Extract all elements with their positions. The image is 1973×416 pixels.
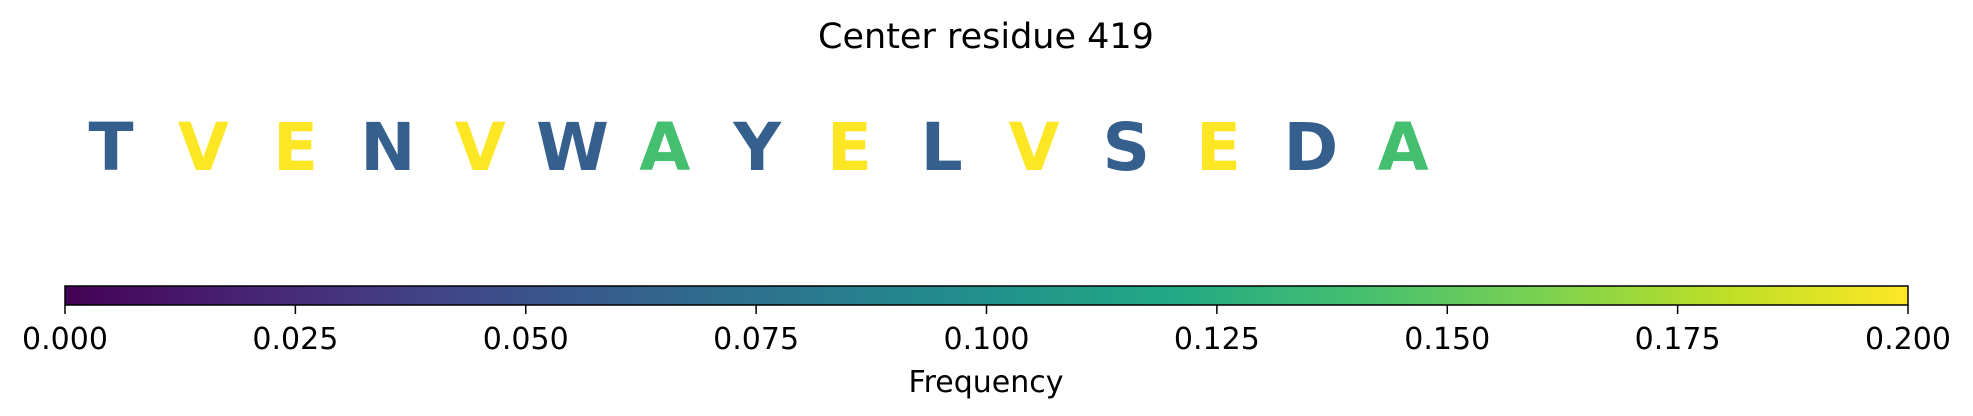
colorbar-tick-label: 0.200 (1865, 322, 1951, 357)
residue-a-7: A (639, 109, 690, 186)
residue-a-15: A (1378, 109, 1429, 186)
colorbar-tick-label: 0.100 (944, 322, 1030, 357)
colorbar-gradient (65, 286, 1908, 305)
residue-w-6: W (536, 109, 609, 186)
residue-e-9: E (827, 109, 872, 186)
colorbar-ticks: 0.000 0.025 0.050 0.075 0.100 0.125 0.150 0.175… (22, 305, 1951, 357)
colorbar-tick-label: 0.150 (1404, 322, 1490, 357)
colorbar-tick-label: 0.125 (1174, 322, 1260, 357)
residue-s-12: S (1103, 109, 1151, 186)
colorbar-tick-label: 0.050 (483, 322, 569, 357)
residue-e-13: E (1196, 109, 1241, 186)
residue-t-1: T (88, 109, 133, 186)
colorbar: 0.000 0.025 0.050 0.075 0.100 0.125 0.150 0.175… (22, 285, 1951, 357)
residue-v-11: V (1008, 109, 1059, 186)
residue-l-10: L (921, 109, 963, 186)
colorbar-tick-label: 0.075 (713, 322, 799, 357)
chart-title: Center residue 419 (818, 17, 1154, 57)
colorbar-tick-label: 0.000 (22, 322, 108, 357)
colorbar-tick-label: 0.175 (1635, 322, 1721, 357)
residue-v-2: V (178, 109, 229, 186)
residue-v-5: V (455, 109, 506, 186)
residue-e-3: E (273, 109, 318, 186)
colorbar-tick-label: 0.025 (252, 322, 338, 357)
residue-d-14: D (1284, 109, 1339, 186)
residue-y-8: Y (732, 109, 782, 186)
colorbar-label: Frequency (909, 365, 1064, 400)
residue-n-4: N (360, 109, 415, 186)
